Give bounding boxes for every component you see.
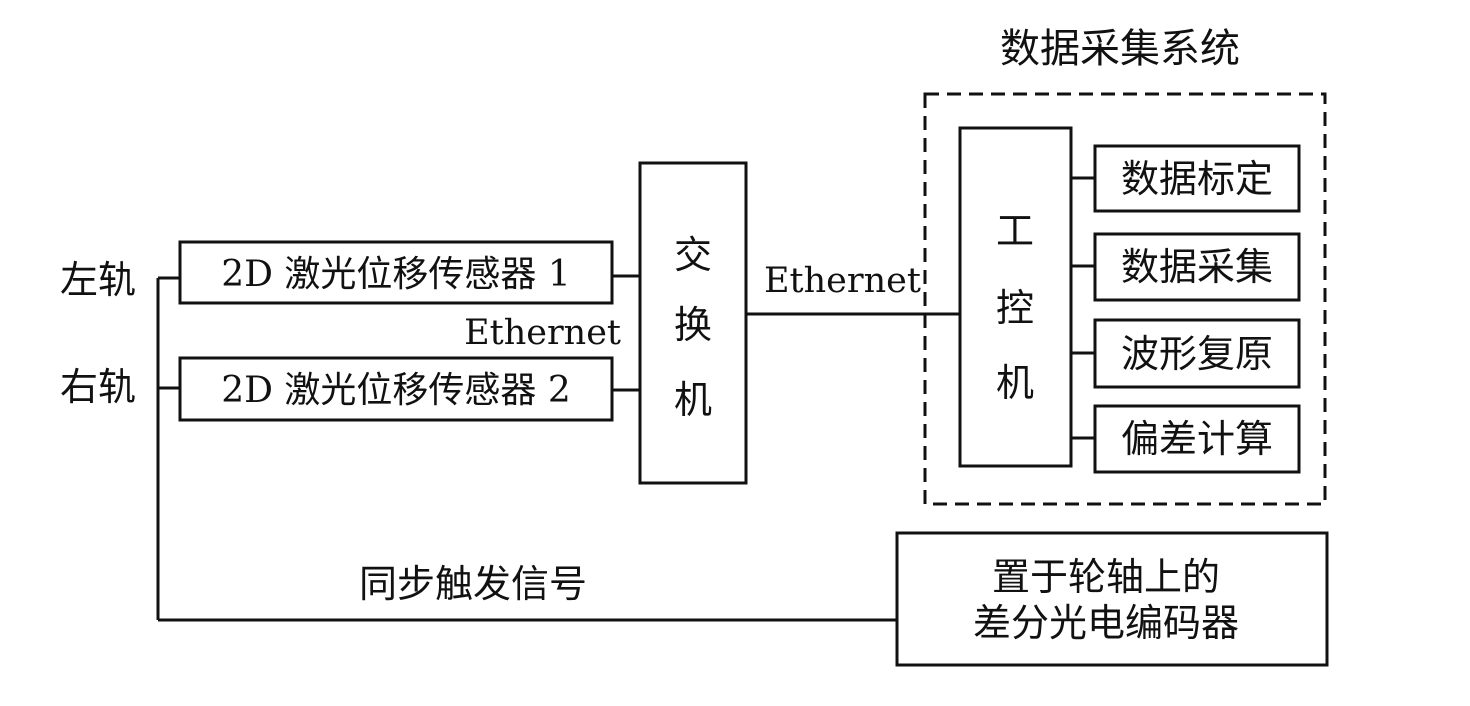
data-acquisition-system-frame xyxy=(923,92,1327,506)
sensor2-label: 2D 激光位移传感器 2 xyxy=(221,370,571,411)
function-box-waveform xyxy=(1093,318,1301,389)
function-label-acquisition: 数据采集 xyxy=(1121,245,1273,289)
ipc-box xyxy=(958,126,1073,468)
trigger-signal-label: 同步触发信号 xyxy=(359,562,587,606)
encoder-label-line-1: 置于轮轴上的 xyxy=(992,555,1220,599)
right-rail-label: 右轨 xyxy=(60,365,136,409)
switch-label-char-3: 机 xyxy=(674,378,712,422)
encoder-label-line-2: 差分光电编码器 xyxy=(973,601,1239,645)
ipc-label-char-2: 控 xyxy=(996,286,1034,330)
ipc-label-char-1: 工 xyxy=(996,209,1034,253)
sensor1-box xyxy=(178,240,614,305)
function-label-waveform: 波形复原 xyxy=(1121,332,1273,376)
function-label-calibration: 数据标定 xyxy=(1121,157,1273,201)
sensor2-box xyxy=(178,356,614,422)
ipc-label-char-3: 机 xyxy=(996,361,1034,405)
encoder-box xyxy=(895,531,1329,667)
connection-lines xyxy=(156,176,1095,622)
sensor1-label: 2D 激光位移传感器 1 xyxy=(221,254,571,295)
switch-label-char-1: 交 xyxy=(674,233,712,277)
function-box-calibration xyxy=(1093,144,1301,213)
left-rail-label: 左轨 xyxy=(60,258,136,302)
boxes xyxy=(178,92,1329,667)
switch-label-char-2: 换 xyxy=(674,303,712,347)
function-box-acquisition xyxy=(1093,232,1301,302)
function-box-deviation xyxy=(1093,404,1301,474)
function-label-deviation: 偏差计算 xyxy=(1121,417,1273,461)
ethernet-label-left: Ethernet xyxy=(464,313,621,353)
ethernet-label-right: Ethernet xyxy=(764,261,921,301)
switch-box xyxy=(638,161,748,485)
system-title: 数据采集系统 xyxy=(1000,26,1240,72)
text-labels: 左轨 右轨 2D 激光位移传感器 1 2D 激光位移传感器 2 Ethernet… xyxy=(60,26,1273,645)
